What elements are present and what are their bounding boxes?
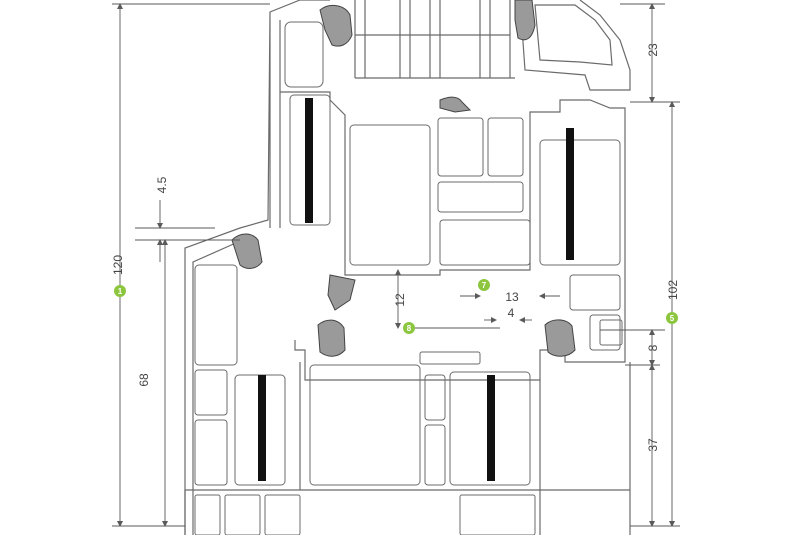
glass-pane-lines <box>354 0 515 79</box>
dim-label-68: 68 <box>137 373 151 387</box>
gasket-right <box>544 319 576 357</box>
chamber <box>224 494 261 535</box>
marker-5: 5 <box>666 312 678 324</box>
dim-label-12: 12 <box>393 293 407 307</box>
dim-label-37: 37 <box>646 438 660 452</box>
marker-7-label: 7 <box>482 281 487 290</box>
gasket-top-right <box>514 0 536 41</box>
chamber <box>194 494 221 535</box>
marker-5-label: 5 <box>670 314 675 323</box>
chamber <box>289 94 331 226</box>
glazing-bead-outline <box>519 0 631 91</box>
marker-8: 8 <box>403 322 415 334</box>
marker-1-label: 1 <box>118 287 123 296</box>
chamber <box>194 419 228 486</box>
markers: 1 7 8 5 <box>114 279 678 334</box>
gasket-frame-left <box>231 233 263 269</box>
chamber <box>487 117 524 177</box>
dim-label-4-5: 4.5 <box>155 176 169 193</box>
gasket-lip <box>327 274 356 311</box>
steel-reinforcement <box>258 375 266 481</box>
lower-frame-outline <box>184 362 631 535</box>
chamber <box>459 494 536 535</box>
chamber <box>539 139 621 266</box>
glazing-bead-inner <box>534 4 613 66</box>
chamber <box>449 371 531 486</box>
dim-label-120: 120 <box>111 255 125 275</box>
steel-reinforcement <box>566 128 574 260</box>
sash-outline <box>294 99 626 381</box>
gasket-center <box>317 319 346 357</box>
chamber <box>589 314 621 351</box>
chamber <box>424 424 446 486</box>
frame-inner-walls <box>192 20 331 535</box>
gasket-glass-bottom <box>439 96 472 113</box>
chamber <box>349 124 431 266</box>
chamber <box>264 494 301 535</box>
marker-7: 7 <box>478 279 490 291</box>
dimension-labels: 120 68 4.5 12 13 4 23 102 8 37 <box>111 43 680 452</box>
chamber <box>284 21 324 88</box>
steel-reinforcement <box>487 375 495 481</box>
chamber <box>424 374 446 421</box>
chamber <box>419 351 481 365</box>
marker-8-label: 8 <box>407 324 412 333</box>
steel-reinforcement <box>305 98 313 223</box>
chamber <box>439 219 531 266</box>
dim-label-13: 13 <box>505 290 519 304</box>
gaskets <box>231 0 576 357</box>
chamber <box>599 319 623 346</box>
chamber <box>194 369 228 416</box>
chamber <box>437 117 484 177</box>
dim-label-102: 102 <box>666 280 680 300</box>
chamber <box>194 264 238 366</box>
outer-frame-outline <box>184 0 330 535</box>
chamber <box>437 181 524 213</box>
dim-label-4: 4 <box>508 306 515 320</box>
marker-1: 1 <box>114 285 126 297</box>
chamber <box>569 274 621 311</box>
chamber <box>309 364 421 486</box>
gasket-top-left <box>319 4 353 47</box>
dim-label-8: 8 <box>646 344 660 351</box>
dim-label-23: 23 <box>646 43 660 57</box>
reinforcements <box>258 98 574 481</box>
profile-outline <box>184 0 631 535</box>
